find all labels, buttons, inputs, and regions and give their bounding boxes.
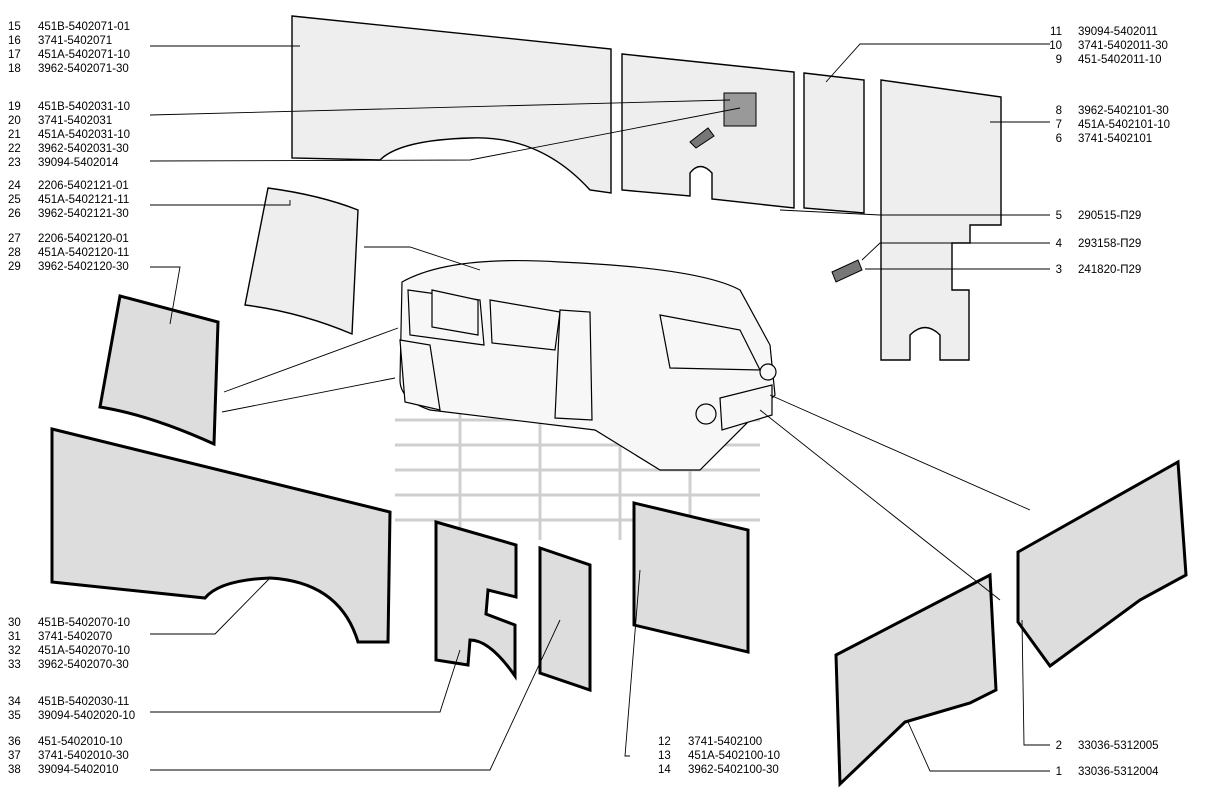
callout-6: 6 [1056,133,1062,145]
callout-1-code: 33036-5312004 [1078,766,1159,778]
callout-22-code: 3962-5402031-30 [38,143,129,155]
callout-38-code: 39094-5402010 [38,764,119,776]
panel-36-38 [538,545,592,693]
callout-2: 2 [1056,740,1062,752]
callout-36-code: 451-5402010-10 [38,736,122,748]
callout-26: 26 [8,208,21,220]
callout-24: 24 [8,180,21,192]
callout-37-code: 3741-5402010-30 [38,750,129,762]
callout-24-code: 2206-5402121-01 [38,180,129,192]
callouts-right: 11 39094-5402011 10 3741-5402011-30 9 451-5… [1049,26,1170,778]
callout-12-code: 3741-5402100 [688,736,762,748]
panel-12-14 [632,501,750,654]
callout-30: 30 [8,617,21,629]
callout-19: 19 [8,101,21,113]
callout-15: 15 [8,21,21,33]
screw-3 [831,259,863,283]
callout-32: 32 [8,645,21,657]
callout-37: 37 [8,750,21,762]
callout-4-code: 293158-П29 [1078,238,1141,250]
callout-19-code: 451B-5402031-10 [38,101,130,113]
clip-23 [723,92,757,127]
callout-28: 28 [8,247,21,259]
callout-11-code: 39094-5402011 [1078,26,1158,38]
callouts-bottom-center: 12 3741-5402100 13 451A-5402100-10 14 3962-… [658,736,780,776]
callout-34: 34 [8,696,21,708]
panel-6-8 [880,79,1002,361]
callout-27: 27 [8,233,21,245]
callout-33-code: 3962-5402070-30 [38,659,129,671]
callout-34-code: 451B-5402030-11 [38,696,129,708]
callout-20: 20 [8,115,21,127]
panel-1 [834,572,998,788]
callout-17-code: 451A-5402071-10 [38,49,130,61]
callout-16-code: 3741-5402071 [38,35,112,47]
panel-9-11 [803,72,865,214]
panel-2 [1016,459,1188,669]
callout-20-code: 3741-5402031 [38,115,112,127]
callout-27-code: 2206-5402120-01 [38,233,129,245]
van-body [399,259,777,471]
callout-15-code: 451B-5402071-01 [38,21,130,33]
callout-7-code: 451A-5402101-10 [1078,119,1170,131]
screw-5 [689,127,715,149]
callout-14: 14 [658,764,671,776]
callout-23: 23 [8,157,21,169]
callout-32-code: 451A-5402070-10 [38,645,130,657]
panel-15-18 [291,15,612,194]
callout-9-code: 451-5402011-10 [1078,54,1162,66]
callout-21-code: 451A-5402031-10 [38,129,130,141]
callout-7: 7 [1056,119,1062,131]
callout-26-code: 3962-5402121-30 [38,208,129,220]
callout-29: 29 [8,261,21,273]
callout-10-code: 3741-5402011-30 [1078,40,1168,52]
callout-18-code: 3962-5402071-30 [38,63,129,75]
callouts-left-bottom: 30 451B-5402070-10 31 3741-5402070 32 451A-… [8,617,135,776]
panel-27-29 [98,294,220,447]
callout-13: 13 [658,750,671,762]
callouts-left-top: 15 451B-5402071-01 16 3741-5402071 17 451A-… [8,21,130,273]
callout-35: 35 [8,710,21,722]
callout-8-code: 3962-5402101-30 [1078,105,1169,117]
callout-4: 4 [1056,238,1063,250]
callout-36: 36 [8,736,21,748]
panel-34-35 [434,520,518,681]
callout-12: 12 [658,736,671,748]
callout-25: 25 [8,194,21,206]
callout-29-code: 3962-5402120-30 [38,261,129,273]
callout-18: 18 [8,63,21,75]
callout-17: 17 [8,49,21,61]
callout-23-code: 39094-5402014 [38,157,119,169]
callout-35-code: 39094-5402020-10 [38,710,135,722]
callout-28-code: 451A-5402120-11 [38,247,129,259]
callout-11: 11 [1050,26,1062,38]
callout-21: 21 [8,129,21,141]
panel-30-33 [50,427,392,644]
callout-3: 3 [1056,264,1062,276]
callout-9: 9 [1056,54,1062,66]
callout-3-code: 241820-П29 [1078,264,1141,276]
callout-5: 5 [1056,210,1062,222]
callout-16: 16 [8,35,21,47]
callout-6-code: 3741-5402101 [1078,133,1152,145]
callout-1: 1 [1056,766,1062,778]
callout-13-code: 451A-5402100-10 [688,750,780,762]
callout-30-code: 451B-5402070-10 [38,617,130,629]
callout-31: 31 [8,631,21,643]
callout-31-code: 3741-5402070 [38,631,112,643]
panel-24-26 [244,187,359,336]
callout-14-code: 3962-5402100-30 [688,764,779,776]
callout-22: 22 [8,143,21,155]
callout-33: 33 [8,659,21,671]
callout-25-code: 451A-5402121-11 [38,194,129,206]
callout-2-code: 33036-5312005 [1078,740,1159,752]
callout-5-code: 290515-П29 [1078,210,1141,222]
callout-10: 10 [1049,40,1062,52]
leader-lines [149,43,1050,772]
callout-38: 38 [8,764,21,776]
callout-8: 8 [1056,105,1062,117]
